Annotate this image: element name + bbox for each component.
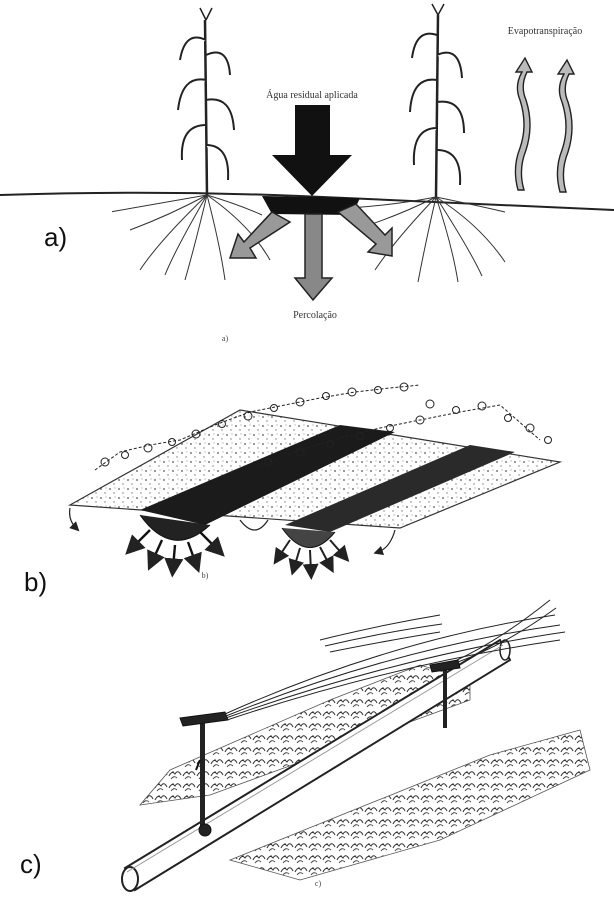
panel-a-label: a)	[36, 210, 112, 264]
panel-b-sublabel: b)	[202, 571, 209, 580]
panel-b: b)	[70, 383, 560, 580]
right-plant-icon	[410, 4, 464, 197]
panel-c: c)	[122, 600, 590, 891]
panel-a: Água residual aplicada Percolação Evapot…	[0, 4, 614, 343]
left-plant-icon	[178, 8, 234, 195]
panel-c-label: c)	[12, 840, 84, 888]
percolation-arrows	[230, 204, 392, 300]
panel-b-label: b)	[16, 556, 88, 608]
evapotranspiration-label: Evapotranspiração	[508, 26, 582, 37]
panel-a-sublabel: a)	[222, 334, 229, 343]
percolation-label: Percolação	[293, 310, 337, 321]
evapotranspiration-arrows	[515, 58, 574, 192]
panel-c-sublabel: c)	[315, 879, 322, 888]
left-roots	[110, 195, 270, 280]
applied-water-label: Água residual aplicada	[266, 89, 358, 101]
applied-water-arrow	[272, 105, 352, 196]
